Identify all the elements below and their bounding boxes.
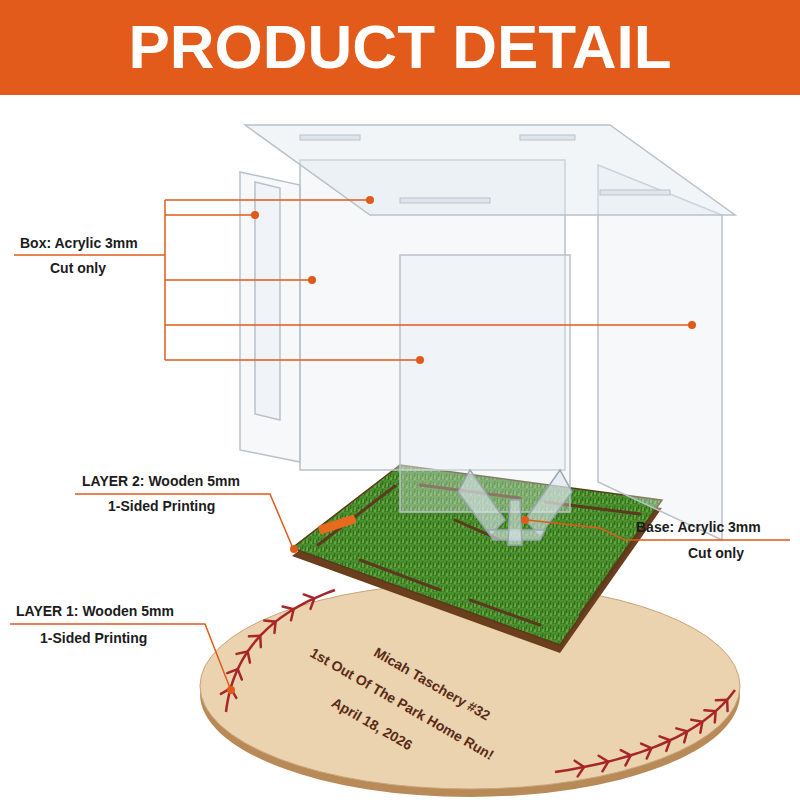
stitch-mark [641,744,651,759]
page-title: PRODUCT DETAIL [0,0,800,95]
stitch-mark [599,756,609,772]
panel-slots [300,135,670,203]
callout-label: Box: Acrylic 3mm [20,235,138,252]
acrylic-box [240,125,735,540]
callout-label: LAYER 2: Wooden 5mm [82,473,240,490]
stitch-mark [716,700,728,711]
callout-label: Base: Acrylic 3mm [636,519,761,536]
stitch-mark [575,761,584,777]
acrylic-stand [458,470,572,545]
stitch-mark [237,652,250,663]
callout-note: Cut only [50,260,106,277]
stitch-mark [227,669,242,680]
stitch-mark [283,607,294,621]
stitch-mark [621,750,631,765]
brand-logo [318,514,357,534]
stitch-mark [249,636,261,647]
callout-note: 1-Sided Printing [40,630,147,647]
leader-lines [10,200,790,688]
layer2-top [292,465,662,645]
callout-note: 1-Sided Printing [108,498,215,515]
callout-label: LAYER 1: Wooden 5mm [16,603,174,620]
title-band [0,0,800,95]
stitch-mark [304,594,315,608]
stitch-mark [676,728,687,742]
stitch-mark [660,736,671,751]
leader-dots [227,196,696,694]
stitch-mark [691,720,702,733]
stitch-mark [264,621,275,633]
stitch-mark [704,710,715,722]
stitch-seam [555,690,735,772]
callout-note: Cut only [688,545,744,562]
